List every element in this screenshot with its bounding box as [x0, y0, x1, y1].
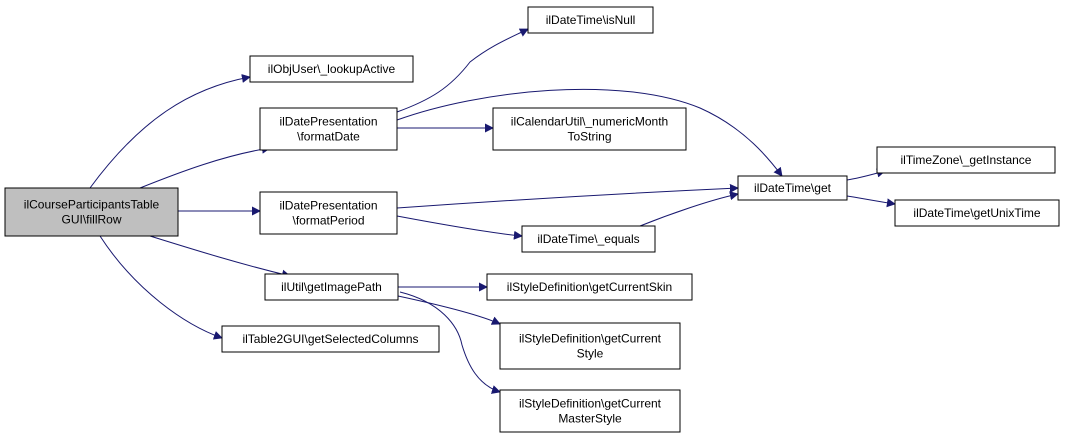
node-label: ilDatePresentation [279, 199, 377, 213]
node-box [221, 325, 440, 353]
edge-formatDate-to-dtGet [396, 88, 783, 177]
node-dtGet[interactable]: ilDateTime\get [737, 175, 848, 201]
node-label: ilCalendarUtil\_numericMonth [511, 115, 668, 129]
node-lookupActive[interactable]: ilObjUser\_lookupActive [249, 55, 414, 83]
node-label: ilTimeZone\_getInstance [901, 153, 1032, 167]
node-dtEquals[interactable]: ilDateTime\_equals [521, 225, 656, 253]
node-label: GUI\fillRow [61, 213, 121, 227]
node-getUnixTime[interactable]: ilDateTime\getUnixTime [894, 199, 1060, 227]
edge-arrow [846, 195, 896, 208]
node-tzGetInstance[interactable]: ilTimeZone\_getInstance [876, 146, 1056, 174]
edge-formatDate-to-isNull [396, 28, 529, 113]
edge-arrow [139, 144, 271, 189]
node-box [499, 322, 681, 370]
node-label: ilStyleDefinition\getCurrent [519, 332, 662, 346]
edge-formatPeriod-to-dtEquals [396, 215, 523, 240]
edge-arrow [396, 215, 523, 240]
node-label: ilDateTime\getUnixTime [913, 206, 1040, 220]
edge-dtGet-to-getUnixTime [846, 195, 896, 208]
edge-getImagePath-to-getCurrentMasterStyle [399, 291, 501, 394]
node-label: \formatDate [297, 130, 360, 144]
edge-root-to-getImagePath [149, 235, 291, 279]
edge-root-to-lookupActive [89, 74, 251, 189]
node-box [894, 199, 1060, 227]
edge-formatPeriod-to-dtGet [396, 183, 739, 209]
edge-root-to-formatDate [139, 144, 271, 189]
node-getImagePath[interactable]: ilUtil\getImagePath [264, 273, 399, 301]
node-isNull[interactable]: ilDateTime\isNull [527, 6, 654, 34]
edge-arrow [396, 88, 783, 177]
node-label: ToString [567, 130, 611, 144]
node-box [264, 273, 399, 301]
node-box [486, 273, 693, 301]
edge-arrow [99, 235, 223, 340]
node-box [876, 146, 1056, 174]
node-formatPeriod[interactable]: ilDatePresentation\formatPeriod [259, 191, 398, 235]
node-label: ilDateTime\isNull [546, 13, 636, 27]
node-label: MasterStyle [558, 412, 622, 426]
edge-dtEquals-to-dtGet [639, 191, 739, 227]
node-box [527, 6, 654, 34]
edge-root-to-getSelectedColumns [99, 235, 223, 340]
edge-getImagePath-to-getCurrentStyle [397, 295, 501, 325]
node-box [492, 107, 687, 151]
node-label: ilUtil\getImagePath [281, 280, 382, 294]
node-box [259, 107, 398, 151]
edge-arrow [149, 235, 291, 279]
node-getCurrentSkin[interactable]: ilStyleDefinition\getCurrentSkin [486, 273, 693, 301]
edge-arrow [396, 28, 529, 113]
node-label: ilTable2GUI\getSelectedColumns [242, 332, 418, 346]
node-label: ilCourseParticipantsTable [24, 198, 160, 212]
node-label: ilDateTime\_equals [537, 232, 639, 246]
node-label: Style [577, 347, 604, 361]
node-label: \formatPeriod [292, 214, 364, 228]
edge-arrow [399, 291, 501, 394]
node-getSelectedColumns[interactable]: ilTable2GUI\getSelectedColumns [221, 325, 440, 353]
node-box [4, 187, 179, 237]
node-box [259, 191, 398, 235]
node-box [737, 175, 848, 201]
edge-arrow [639, 191, 739, 227]
node-box [499, 389, 681, 433]
node-label: ilStyleDefinition\getCurrent [519, 397, 662, 411]
node-label: ilDatePresentation [279, 115, 377, 129]
node-box [249, 55, 414, 83]
edge-arrow [397, 295, 501, 325]
edge-arrow [89, 74, 251, 189]
node-label: ilDateTime\get [754, 181, 832, 195]
edges-layer [89, 28, 896, 394]
node-box [521, 225, 656, 253]
node-formatDate[interactable]: ilDatePresentation\formatDate [259, 107, 398, 151]
node-label: ilObjUser\_lookupActive [268, 62, 396, 76]
node-label: ilStyleDefinition\getCurrentSkin [507, 280, 672, 294]
edge-arrow [396, 183, 739, 209]
